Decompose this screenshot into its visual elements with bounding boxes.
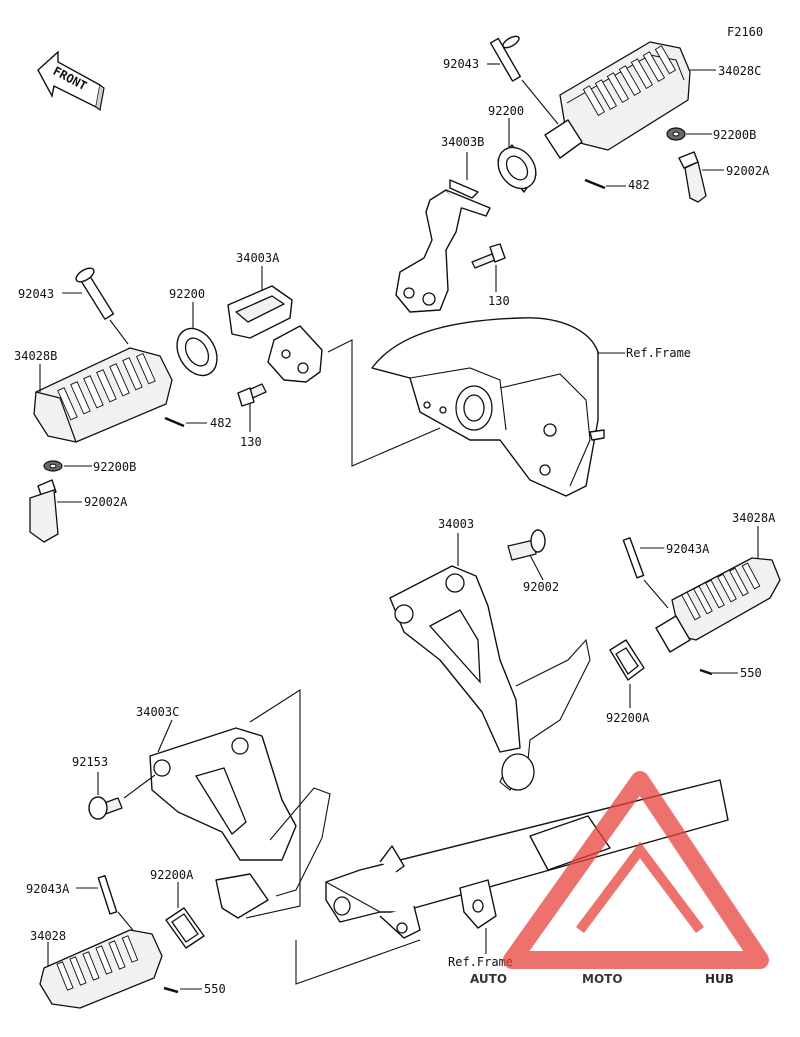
watermark-hub: HUB xyxy=(705,972,734,986)
footpeg-34028B xyxy=(33,347,173,443)
bushing-92200-top xyxy=(497,144,537,193)
bracket-34003 xyxy=(389,565,591,791)
bolt-92002 xyxy=(507,529,546,561)
label-92200-left: 92200 xyxy=(169,287,205,301)
label-92043-left: 92043 xyxy=(18,287,54,301)
label-550-left: 550 xyxy=(204,982,226,996)
bolt-92002A-top xyxy=(678,151,707,203)
figure-code: F2160 xyxy=(727,25,763,39)
pin-92043A-left xyxy=(97,874,118,915)
label-550-right: 550 xyxy=(740,666,762,680)
bushing-92200A-right xyxy=(609,639,645,681)
washer-92200B-left xyxy=(43,460,63,472)
automotohub-watermark-logo xyxy=(503,771,769,969)
watermark-moto: MOTO xyxy=(582,972,623,986)
bracket-34003A xyxy=(227,285,323,383)
label-130-top: 130 xyxy=(488,294,510,308)
footpeg-34028A xyxy=(655,557,781,653)
label-34028A: 34028A xyxy=(732,511,776,525)
label-92200A-left: 92200A xyxy=(150,868,194,882)
bracket-34003B xyxy=(395,179,491,313)
bushing-92200-left xyxy=(176,327,218,377)
label-34028C: 34028C xyxy=(718,64,761,78)
label-34028B: 34028B xyxy=(14,349,57,363)
label-92002A-left: 92002A xyxy=(84,495,128,509)
pin-92043-left xyxy=(75,267,115,320)
frame-reference-bottom xyxy=(325,779,729,939)
footpeg-34028 xyxy=(39,929,163,1009)
label-92200A-right: 92200A xyxy=(606,711,650,725)
label-34003C: 34003C xyxy=(136,705,179,719)
label-34003B: 34003B xyxy=(441,135,484,149)
front-arrow-icon: FRONT xyxy=(37,50,105,112)
bolt-130-left xyxy=(237,383,267,407)
bushing-92200A-left xyxy=(165,907,205,949)
bracket-34003C xyxy=(149,727,331,919)
label-92043-top: 92043 xyxy=(443,57,479,71)
label-92200-top: 92200 xyxy=(488,104,524,118)
label-92002A-top: 92002A xyxy=(726,164,770,178)
label-92002: 92002 xyxy=(523,580,559,594)
washer-92200B-top xyxy=(666,127,686,141)
label-92200B-left: 92200B xyxy=(93,460,136,474)
bolt-92153 xyxy=(88,796,123,820)
label-482-top: 482 xyxy=(628,178,650,192)
footpeg-34028C xyxy=(544,41,691,159)
label-130-left: 130 xyxy=(240,435,262,449)
label-92200B-top: 92200B xyxy=(713,128,756,142)
label-ref-frame-bottom: Ref.Frame xyxy=(448,955,513,969)
label-92153: 92153 xyxy=(72,755,108,769)
frame-reference-top xyxy=(371,317,605,497)
label-34003: 34003 xyxy=(438,517,474,531)
pin-92043A-right xyxy=(622,537,645,579)
watermark-auto: AUTO xyxy=(470,972,507,986)
label-482-left: 482 xyxy=(210,416,232,430)
label-92043A-left: 92043A xyxy=(26,882,70,896)
label-ref-frame-top: Ref.Frame xyxy=(626,346,691,360)
label-92043A-right: 92043A xyxy=(666,542,710,556)
bolt-92002A-left xyxy=(29,479,59,543)
pin-92043-top xyxy=(489,35,522,82)
label-34003A: 34003A xyxy=(236,251,280,265)
automotohub-watermark-text: AUTO MOTO HUB xyxy=(470,972,734,986)
bolt-130-top xyxy=(471,243,506,269)
label-34028: 34028 xyxy=(30,929,66,943)
